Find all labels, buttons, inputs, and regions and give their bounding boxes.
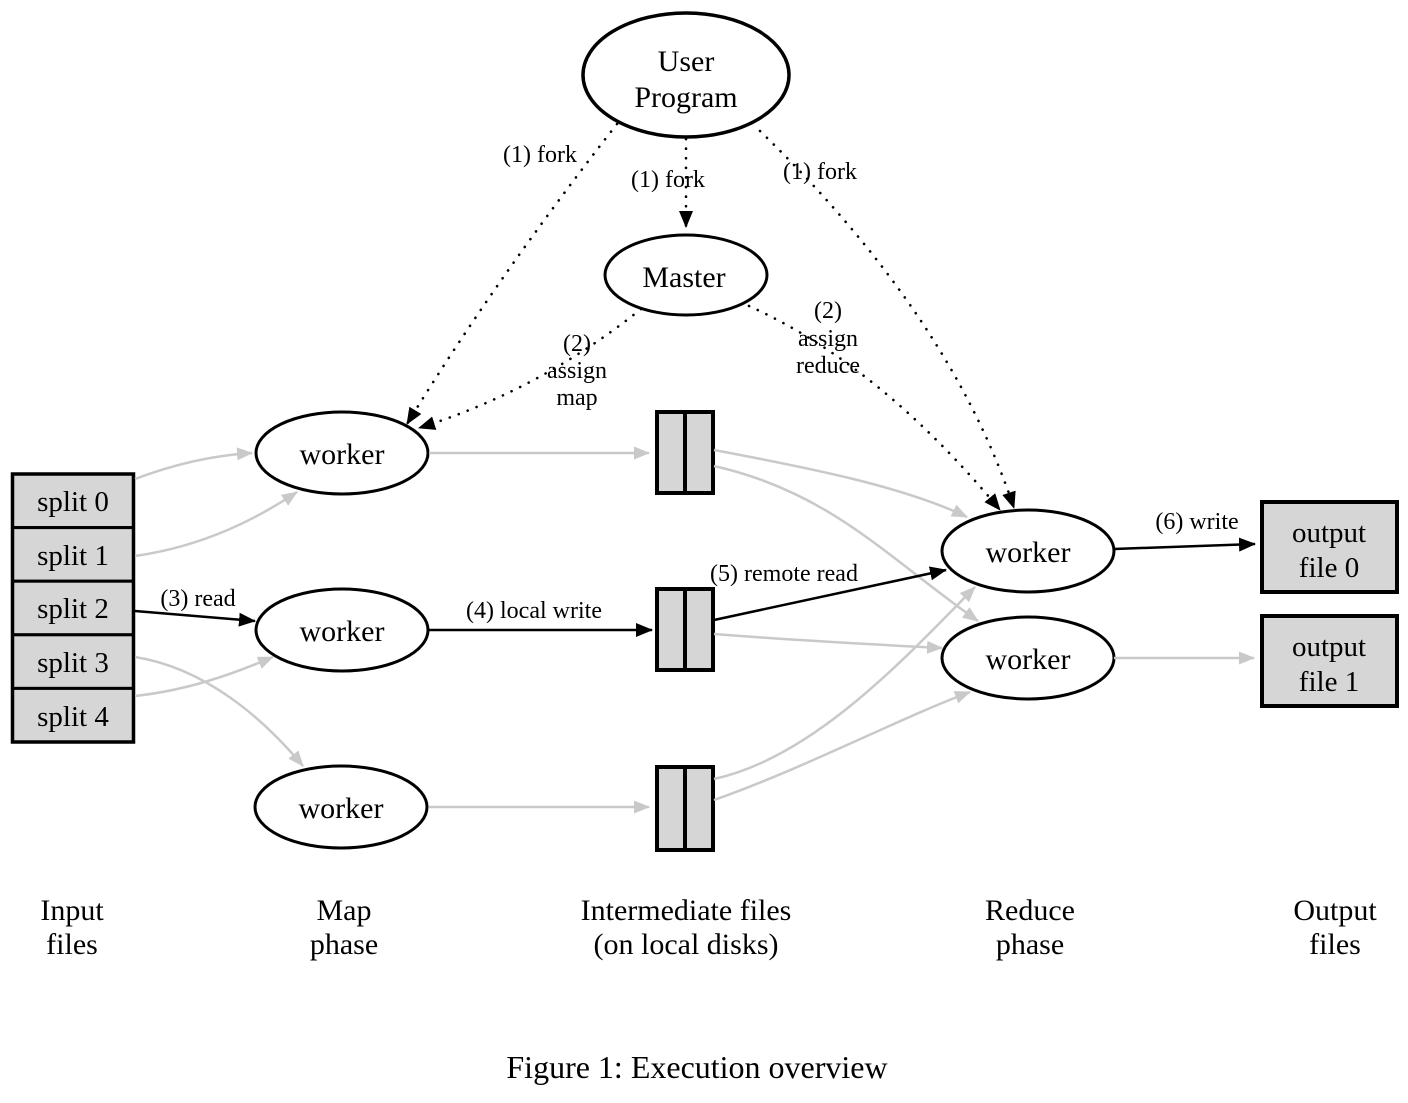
read-label: (3) read [160, 586, 235, 612]
assign-reduce-label-line2: assign [798, 326, 858, 352]
split-2-label: split 2 [37, 593, 109, 625]
output-file-1-label-line1: output [1292, 631, 1366, 663]
assign-map-label-line2: assign [547, 358, 607, 384]
master-label: Master [642, 261, 725, 294]
output-file-0-label-line1: output [1292, 517, 1366, 549]
user-program-label-line1: User [658, 45, 715, 78]
output-file-0-label-line2: file 0 [1299, 552, 1359, 584]
column-input-label-line1: Input [40, 894, 104, 927]
edge-if1-reduce2 [713, 464, 979, 623]
column-reduce-label-line2: phase [996, 928, 1064, 961]
dotted-edges [405, 122, 1016, 512]
fork-right-label: (1) fork [783, 159, 857, 185]
intermediate-file-1-icon [655, 410, 715, 495]
edge-remote-read [713, 566, 947, 622]
reduce-worker-2-label: worker [986, 643, 1071, 676]
fork-center-label: (1) fork [631, 167, 705, 193]
column-intermediate-label-line2: (on local disks) [594, 928, 779, 961]
black-edges [134, 537, 1256, 637]
map-worker-1-node [254, 410, 430, 496]
column-reduce-label-line1: Reduce [985, 894, 1075, 927]
map-worker-2-node [254, 587, 430, 673]
gray-edges [134, 446, 1255, 814]
user-program-label-line2: Program [634, 81, 737, 114]
edge-read [134, 609, 256, 627]
figure-caption: Figure 1: Execution overview [506, 1049, 887, 1085]
assign-reduce-label-line3: reduce [796, 353, 860, 379]
edge-if1-reduce1 [713, 448, 968, 519]
intermediate-file-2-icon [655, 587, 715, 672]
split-stack-outline [10, 472, 136, 744]
map-worker-3-node [253, 764, 429, 850]
column-input-label-line2: files [46, 928, 98, 961]
edge-fork-reduce1 [758, 129, 1016, 510]
local-write-label: (4) local write [466, 598, 602, 624]
reduce-worker-1-node [940, 508, 1116, 594]
edge-if3-reduce1 [713, 586, 976, 781]
split-0-label: split 0 [37, 486, 109, 518]
output-file-1-box [1260, 614, 1399, 708]
edge-if2-reduce2 [713, 632, 943, 654]
edge-write [1113, 537, 1256, 552]
fork-left-label: (1) fork [503, 142, 577, 168]
edge-split0-worker1 [134, 447, 253, 481]
column-intermediate-label-line1: Intermediate files [581, 894, 792, 927]
intermediate-file-3-icon [655, 765, 715, 852]
input-split-stack [10, 472, 136, 744]
edge-split1-worker1 [134, 490, 298, 558]
write-label: (6) write [1155, 509, 1238, 535]
reduce-worker-1-label: worker [986, 536, 1071, 569]
map-worker-1-label: worker [300, 438, 385, 471]
edge-assign-map [417, 307, 643, 430]
split-4-label: split 4 [37, 701, 109, 733]
output-file-1-label-line2: file 1 [1299, 666, 1359, 698]
edge-split3-worker3 [134, 655, 304, 767]
map-worker-2-label: worker [300, 615, 385, 648]
edge-assign-reduce [747, 304, 1002, 512]
edge-if3-reduce2 [713, 690, 971, 802]
master-node [603, 233, 769, 317]
edge-split4-worker2 [134, 655, 274, 698]
remote-read-label: (5) remote read [710, 561, 858, 587]
user-program-node [581, 11, 791, 139]
assign-reduce-label-line1: (2) [814, 298, 842, 324]
column-output-label-line2: files [1309, 928, 1361, 961]
column-map-label-line2: phase [310, 928, 378, 961]
assign-map-label-line3: map [556, 385, 597, 411]
split-1-label: split 1 [37, 540, 109, 572]
split-3-label: split 3 [37, 647, 109, 679]
map-worker-3-label: worker [299, 792, 384, 825]
column-map-label-line1: Map [317, 894, 372, 927]
column-output-label-line1: Output [1293, 894, 1377, 927]
assign-map-label-line1: (2) [563, 331, 591, 357]
output-file-0-box [1260, 500, 1399, 594]
